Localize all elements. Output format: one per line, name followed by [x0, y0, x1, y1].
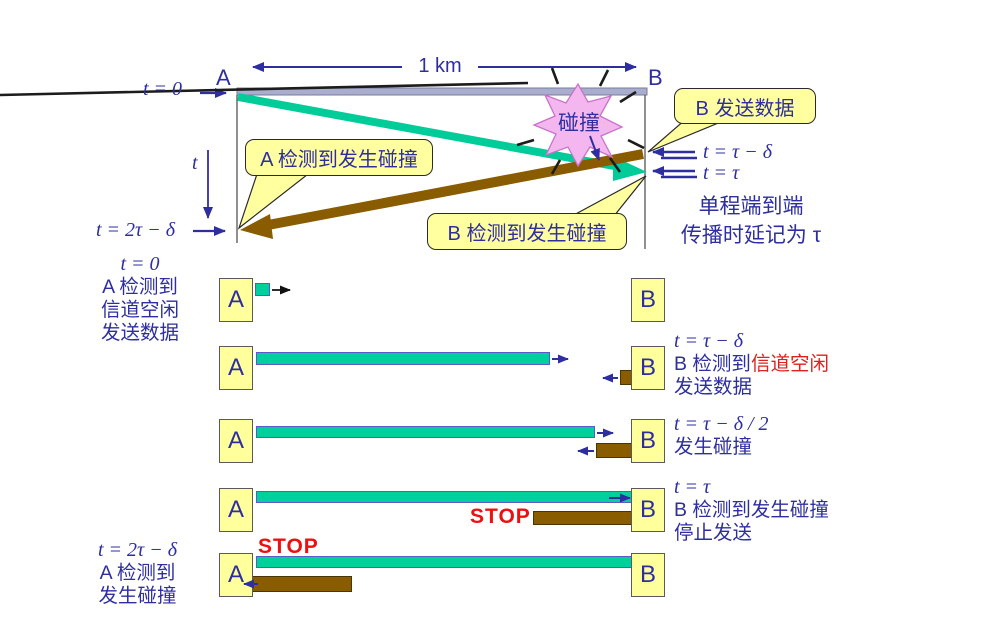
time-zero-label: t = 0 [143, 78, 183, 100]
row1-node-b: B [631, 278, 665, 322]
row3-b-frame-bar [596, 443, 632, 458]
node-b-top-label: B [648, 65, 663, 90]
callout-a-tail [237, 170, 314, 230]
row2-node-b: B [631, 346, 665, 390]
row3-right-label: t = τ − δ / 2 发生碰撞 [674, 413, 769, 459]
row3-a-frame-bar [256, 426, 595, 438]
row1-node-a: A [219, 278, 253, 322]
callout-b-detect-collision: B 检测到发生碰撞 [427, 213, 627, 250]
collision-burst-label: 碰撞 [558, 112, 600, 135]
row5-b-frame-bar [242, 576, 352, 592]
callout-a-detect-collision: A 检测到发生碰撞 [245, 139, 433, 176]
row3-node-a: A [219, 419, 253, 463]
callout-b-detect-tail [571, 175, 647, 217]
row4-node-a: A [219, 488, 253, 532]
row3-right-line2: 发生碰撞 [674, 436, 753, 458]
row2-a-frame-bar [256, 352, 550, 365]
row2-right-line2: B 检测到信道空闲 [674, 353, 829, 376]
channel-bar [236, 87, 648, 96]
node-a-top-label: A [216, 65, 231, 90]
row1-left-line2: A 检测到 [102, 276, 178, 298]
propagation-note: 单程端到端 传播时延记为 τ [660, 192, 842, 250]
row1-left-line4: 发送数据 [100, 322, 179, 344]
row2-right-line3: 发送数据 [674, 376, 753, 398]
row5-node-b: B [631, 553, 665, 597]
callout-b-send-data: B 发送数据 [674, 88, 816, 124]
row1-a-frame-bar [255, 283, 270, 296]
row5-left-line3: 发生碰撞 [98, 585, 177, 607]
row2-right-label: t = τ − δ B 检测到信道空闲 发送数据 [674, 330, 829, 399]
propagation-note-line2: 传播时延记为 τ [680, 224, 822, 247]
stop-label-b: STOP [470, 505, 531, 528]
row2-right-line2-highlight: 信道空闲 [750, 353, 829, 375]
distance-label: 1 km [418, 55, 462, 77]
row2-right-line2-prefix: B 检测到 [674, 353, 751, 375]
time-tau-label: t = τ [703, 162, 740, 184]
row1-left-label: t = 0 A 检测到 信道空闲 发送数据 [75, 253, 205, 345]
time-axis-label: t [192, 152, 198, 174]
row1-time-label: t = 0 [120, 253, 160, 275]
row3-time-label: t = τ − δ / 2 [674, 413, 769, 435]
b-signal-arrowhead [240, 214, 273, 239]
row1-left-line3: 信道空闲 [100, 299, 179, 321]
row4-right-label: t = τ B 检测到发生碰撞 停止发送 [674, 476, 829, 545]
propagation-note-line1: 单程端到端 [698, 195, 804, 218]
time-2tau-delta-label: t = 2τ − δ [96, 219, 176, 241]
row2-node-a: A [219, 346, 253, 390]
row3-node-b: B [631, 419, 665, 463]
row4-right-line3: 停止发送 [674, 522, 753, 544]
burst-pointer-arrow [589, 135, 600, 161]
a-signal-arrowhead [613, 156, 647, 181]
row5-time-label: t = 2τ − δ [97, 539, 177, 561]
row4-time-label: t = τ [674, 476, 711, 498]
time-tau-delta-label: t = τ − δ [703, 141, 773, 163]
row2-time-label: t = τ − δ [674, 330, 744, 352]
row5-left-line2: A 检测到 [99, 562, 176, 584]
row4-right-line2: B 检测到发生碰撞 [674, 499, 829, 521]
row4-a-frame-bar [256, 491, 632, 503]
row5-left-label: t = 2τ − δ A 检测到 发生碰撞 [70, 539, 205, 608]
stop-label-a: STOP [258, 535, 319, 558]
row5-node-a: A [219, 553, 253, 597]
row4-b-frame-bar [533, 511, 640, 525]
row4-node-b: B [631, 488, 665, 532]
